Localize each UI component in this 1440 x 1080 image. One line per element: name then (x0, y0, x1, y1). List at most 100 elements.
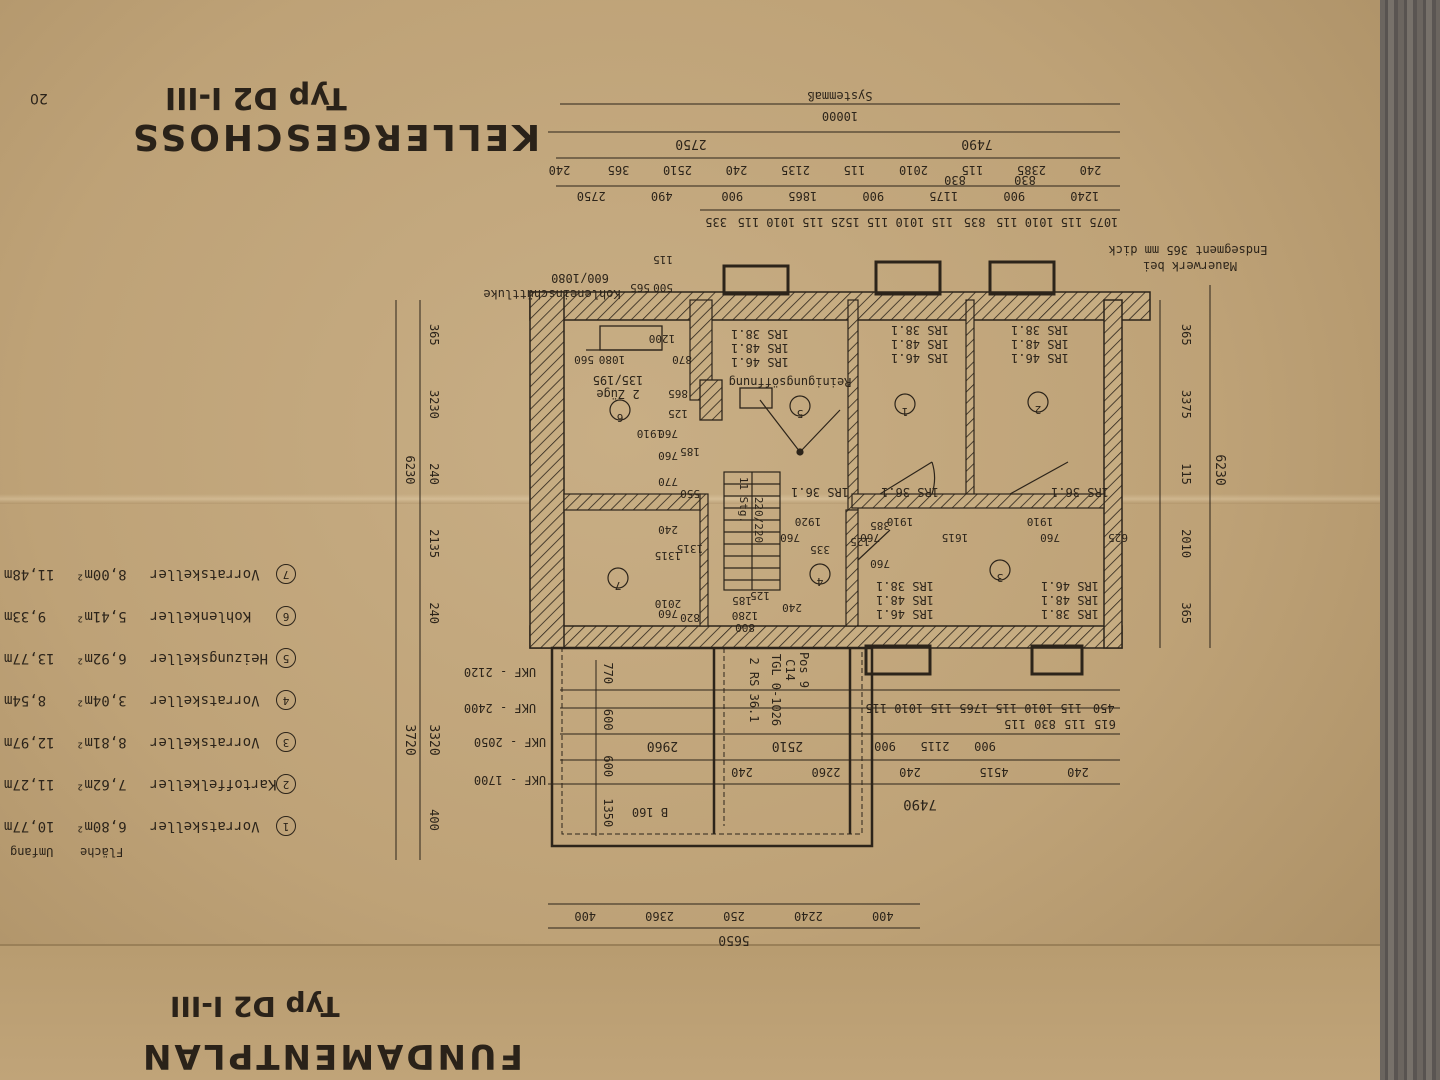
inner-dimension: 1910 (637, 427, 664, 440)
dim-bottom-row1: 1765 (959, 701, 988, 715)
inner-dimension: 760 (658, 427, 678, 440)
dim-bottom-row2: 615 (1094, 717, 1116, 731)
dim-base-row1: 250 (723, 909, 745, 923)
dim-top-row5: 1865 (788, 189, 817, 203)
dim-bottom-row1: 115 (1060, 701, 1082, 715)
room-number-circle (607, 567, 629, 589)
room-rs-label: 1RS 48.1 (731, 341, 789, 355)
dim-top-row5: 900 (1003, 189, 1025, 203)
inner-dimension: 1910 (1027, 515, 1054, 528)
dim-top-row6: 1010 (766, 215, 795, 229)
dim-top-row5: 1175 (929, 189, 958, 203)
room-rs-label: 1RS 46.1 (1041, 579, 1099, 593)
dim-bottom-row1: 1010 (1024, 701, 1053, 715)
inner-dimension: 800 (735, 621, 755, 634)
room-rs-label: 1RS 38.1 (876, 579, 934, 593)
dim-base-row1: 2240 (794, 909, 823, 923)
dim-top-row3: 115 (844, 163, 866, 177)
inner-walls (563, 299, 1105, 627)
dim-left: 365 (427, 324, 441, 346)
dim-bottom-row1: 115 (930, 701, 952, 715)
dim-bottom-row2: 115 (1064, 717, 1086, 731)
dim-base-row1: 2360 (645, 909, 674, 923)
inner-dimension: 760 (658, 449, 678, 462)
room-number-circle (809, 563, 831, 585)
dim-base-row1: 400 (574, 909, 596, 923)
dim-right: 115 (1179, 463, 1193, 485)
dim-top-row3: 115 (962, 163, 984, 177)
foundation-terrace (550, 646, 874, 848)
dim-bottom-row5: 240 (731, 765, 753, 779)
inner-dimension: 115 (653, 253, 673, 266)
dim-left: 3230 (427, 390, 441, 419)
pos-label: Pos 9 (797, 652, 811, 688)
dim-top-row3: 365 (608, 163, 630, 177)
dim-top-row3: 2010 (899, 163, 928, 177)
dim-bottom-row5: 2260 (812, 765, 841, 779)
inner-dimension: 820 (680, 611, 700, 624)
dim-bottom-total: 7490 (903, 796, 937, 812)
dim-bottom-row3: 900 (974, 739, 996, 753)
dim-top-row5: 900 (721, 189, 743, 203)
inner-dimension: 500 (653, 281, 673, 294)
dim-right-total: 6230 (1212, 454, 1227, 485)
dim-bottom-row5: 4515 (980, 765, 1009, 779)
dim-bottom-row1: 115 (865, 701, 887, 715)
dim-top-row4: 830 (944, 173, 966, 187)
dim-top-row3: 2385 (1017, 163, 1046, 177)
rs-label: 2 RS 36.1 (747, 657, 761, 722)
dim-top-row6: 1525 (831, 215, 860, 229)
chimney (586, 325, 773, 421)
ukf-label: UKF - 2400 (464, 701, 536, 715)
dim-foundation: 770 (601, 662, 615, 684)
inner-dimension: 865 (668, 387, 688, 400)
dim-base-row1: 400 (872, 909, 894, 923)
room-number-1: 1 (902, 405, 909, 418)
dim-top-row6: 335 (705, 215, 727, 229)
dim-top-row5: 490 (651, 189, 673, 203)
inner-dimension: 240 (782, 601, 802, 614)
room-number-3: 3 (997, 571, 1004, 584)
dim-foundation: 600 (601, 709, 615, 731)
room-number-2: 2 (1035, 403, 1042, 416)
dim-top-row2: 2750 (675, 136, 706, 151)
mauerwerk-label-2: Endsegment 365 mm dick (1108, 243, 1268, 257)
inner-dimension: 565 (630, 281, 650, 294)
room-rs-label: 1RS 48.1 (1041, 593, 1099, 607)
dim-top-row3: 2510 (663, 163, 692, 177)
dim-bottom-row2: 830 (1034, 717, 1056, 731)
dim-left-3320: 3320 (426, 724, 441, 755)
room-rs-label: 1RS 38.1 (891, 323, 949, 337)
lower-paper-page (0, 944, 1380, 1080)
dim-left-3720: 3720 (402, 724, 417, 755)
dim-top-row5: 1240 (1070, 189, 1099, 203)
dim-right: 3375 (1179, 390, 1193, 419)
room-rs-label: 1RS 46.1 (1011, 351, 1069, 365)
inner-dimension: 125 (850, 535, 870, 548)
dim-top-row3: 240 (549, 163, 571, 177)
dim-top-row6: 115 (802, 215, 824, 229)
floor-plan-drawing: 1000074902750240238511520101152135240251… (395, 89, 1268, 947)
room-rs-label: 1RS 48.1 (876, 593, 934, 607)
dim-bottom-row3: 900 (874, 739, 896, 753)
room-rs-label: 1RS 38.1 (1011, 323, 1069, 337)
dim-top-row6: 115 (738, 215, 760, 229)
dim-right: 365 (1179, 602, 1193, 624)
tgl-label: TGL 0-1026 (769, 654, 783, 726)
dim-top-row3: 240 (1080, 163, 1102, 177)
ukf-label: UKF - 1700 (474, 773, 546, 787)
light-wells (722, 260, 1084, 676)
room-number-7: 7 (615, 579, 622, 592)
inner-dimension: 870 (672, 353, 692, 366)
outer-walls (529, 291, 1151, 649)
zuege-label: 2 Züge (596, 387, 639, 401)
inner-dimension: 185 (732, 594, 752, 607)
dimension-labels: 1000074902750240238511520101152135240251… (402, 109, 1227, 947)
inner-dimension: 240 (658, 523, 678, 536)
room-rs-label: 1RS 38.1 (1041, 607, 1099, 621)
dim-bottom-row4: 2510 (772, 738, 803, 753)
dim-top-row6: 1010 (896, 215, 925, 229)
dim-top-row5: 900 (862, 189, 884, 203)
dim-left: 2135 (427, 529, 441, 558)
